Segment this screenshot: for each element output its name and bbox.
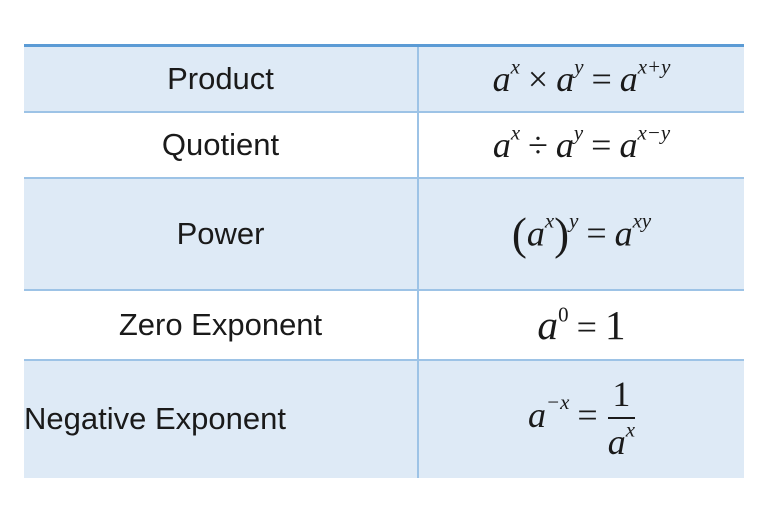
formula-operator: × <box>527 58 549 99</box>
formula-exponent: x <box>544 208 555 233</box>
rule-name-negative-exponent: Negative Exponent <box>24 359 419 478</box>
formula-right-paren: ) <box>554 208 570 259</box>
formula-exponent: −x <box>546 390 570 415</box>
formula-exponent: y <box>574 54 584 79</box>
formula-exponent: y <box>573 119 584 144</box>
formula-base: a <box>492 58 511 99</box>
formula-exponent: x <box>625 417 635 442</box>
formula-value: 1 <box>604 301 626 348</box>
table-row-product: Product ax×ay=ax+y <box>24 45 744 112</box>
formula-exponent: x+y <box>637 54 671 79</box>
formula-base: a <box>607 422 626 462</box>
rule-name-power: Power <box>24 177 419 290</box>
fraction-denominator: ax <box>608 419 635 463</box>
formula-exponent: x <box>510 54 520 79</box>
formula-power: (ax)y=axy <box>418 177 744 290</box>
rule-name-quotient: Quotient <box>24 111 419 178</box>
formula-exponent: x−y <box>637 119 671 144</box>
formula-base: a <box>619 124 638 165</box>
formula-equals: = <box>591 124 612 165</box>
formula-base: a <box>526 212 545 253</box>
rule-name-product: Product <box>24 45 419 112</box>
formula-base: a <box>492 124 511 165</box>
formula-equals: = <box>586 212 607 253</box>
formula-exponent: x <box>510 119 521 144</box>
table-row-power: Power (ax)y=axy <box>24 177 744 290</box>
formula-equals: = <box>577 395 598 436</box>
formula-outer-exponent: y <box>569 208 579 233</box>
formula-exponent: xy <box>632 208 652 233</box>
formula-equals: = <box>576 306 597 347</box>
formula-operator: ÷ <box>528 124 548 165</box>
formula-equals: = <box>591 58 612 99</box>
exponent-rules-table: Product ax×ay=ax+y Quotient ax÷ay=ax−y P… <box>24 44 744 478</box>
formula-exponent: 0 <box>558 301 569 326</box>
table-row-quotient: Quotient ax÷ay=ax−y <box>24 111 744 178</box>
formula-base: a <box>619 58 638 99</box>
formula-zero-exponent: a0 =1 <box>418 289 744 360</box>
formula-product: ax×ay=ax+y <box>418 45 744 112</box>
formula-base: a <box>537 301 559 348</box>
formula-left-paren: ( <box>511 208 527 259</box>
formula-base: a <box>528 395 547 436</box>
formula-base: a <box>614 212 633 253</box>
table-row-zero-exponent: Zero Exponent a0 =1 <box>24 289 744 360</box>
rule-name-zero-exponent: Zero Exponent <box>24 289 419 360</box>
fraction-numerator: 1 <box>607 375 635 419</box>
formula-base: a <box>555 124 574 165</box>
formula-base: a <box>556 58 575 99</box>
formula-quotient: ax÷ay=ax−y <box>418 111 744 178</box>
